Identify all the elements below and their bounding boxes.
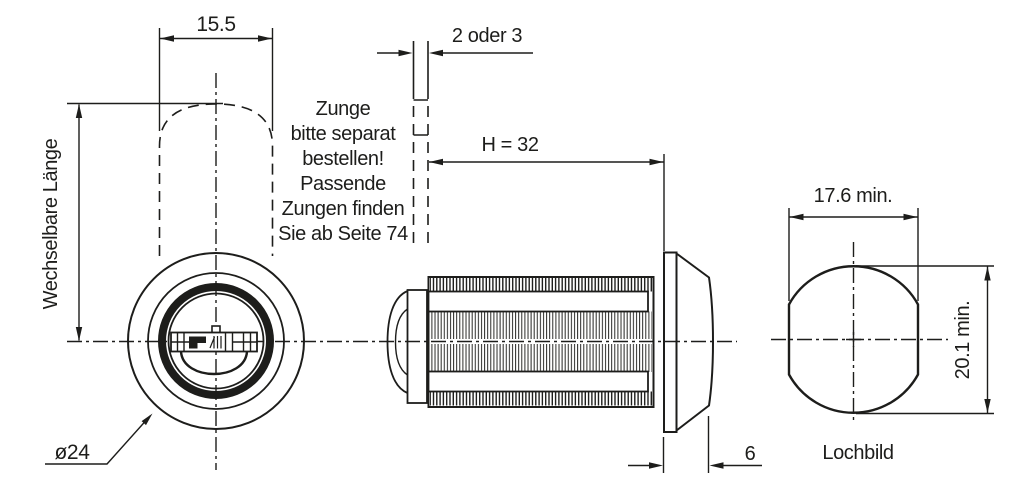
dim-hole-height-arrow-bottom <box>984 399 991 413</box>
tongue-width-label: 15.5 <box>196 13 235 36</box>
dim-length-arrow-top <box>75 104 83 118</box>
dim-length-arrow-bottom <box>75 327 83 341</box>
labels: 15.5 Wechselbare Länge ø24 Zunge bitte s… <box>40 13 974 465</box>
dim-thickness-arrow-left <box>398 49 413 57</box>
tongue-side-ticks <box>413 99 428 136</box>
keyway <box>170 325 258 376</box>
note-line-6: Sie ab Seite 74 <box>278 223 408 245</box>
keyway-bowl-arc <box>179 351 249 376</box>
dim-depth-ext <box>662 416 710 473</box>
note-line-5: Zungen finden <box>282 198 405 220</box>
dim-diameter-leader <box>45 415 151 465</box>
note-line-1: Zunge <box>316 98 371 120</box>
diameter-label: ø24 <box>55 441 91 464</box>
housing-length-label: H = 32 <box>481 134 538 156</box>
hole-height-label: 20.1 min. <box>952 301 974 380</box>
hole-pattern-view <box>787 265 920 414</box>
dim-depth-arrow-left <box>649 462 663 469</box>
dim-hole-width-ext <box>788 208 919 301</box>
dim-diameter-arrow <box>141 413 153 426</box>
cam-dome-inner <box>394 308 408 376</box>
knurl-band-bottom <box>430 391 652 406</box>
dim-h-arrow-left <box>429 158 443 166</box>
dim-hole-height-ext <box>856 265 994 415</box>
rear-washer <box>406 289 428 404</box>
dim-depth-arrow-right <box>709 462 724 469</box>
tongue-thickness-label: 2 oder 3 <box>452 25 522 47</box>
note-line-3: bestellen! <box>302 148 384 170</box>
length-label: Wechselbare Länge <box>40 138 62 309</box>
wafer-marks <box>209 336 222 349</box>
dimensions <box>45 28 994 473</box>
flat-band-bottom <box>427 370 649 393</box>
key-profile <box>189 336 206 349</box>
head-flange <box>663 251 678 433</box>
head-depth-label: 6 <box>745 443 756 465</box>
tongue-side-solid-top <box>412 41 429 88</box>
side-view <box>386 251 715 433</box>
knurl-band-top <box>430 278 652 292</box>
dim-hole-width-arrow-right <box>903 213 918 221</box>
hole-outline <box>787 265 920 414</box>
dim-h-arrow-right <box>649 158 664 166</box>
dim-thickness-arrow-right <box>429 49 443 57</box>
dim-hole-height-arrow-top <box>984 266 991 281</box>
dim-tongue-width-arrow-right <box>258 35 272 42</box>
hole-width-label: 17.6 min. <box>814 185 893 207</box>
dim-tongue-width-arrow-left <box>160 35 174 42</box>
centerlines <box>67 73 948 470</box>
dim-tongue-width-ext <box>158 28 274 131</box>
note-line-4: Passende <box>300 173 386 195</box>
note-line-2: bitte separat <box>291 123 397 145</box>
hole-caption: Lochbild <box>822 442 893 464</box>
flat-band-top <box>427 290 649 313</box>
center-cross-hole <box>846 332 861 347</box>
dim-hole-width-arrow-left <box>789 213 804 221</box>
